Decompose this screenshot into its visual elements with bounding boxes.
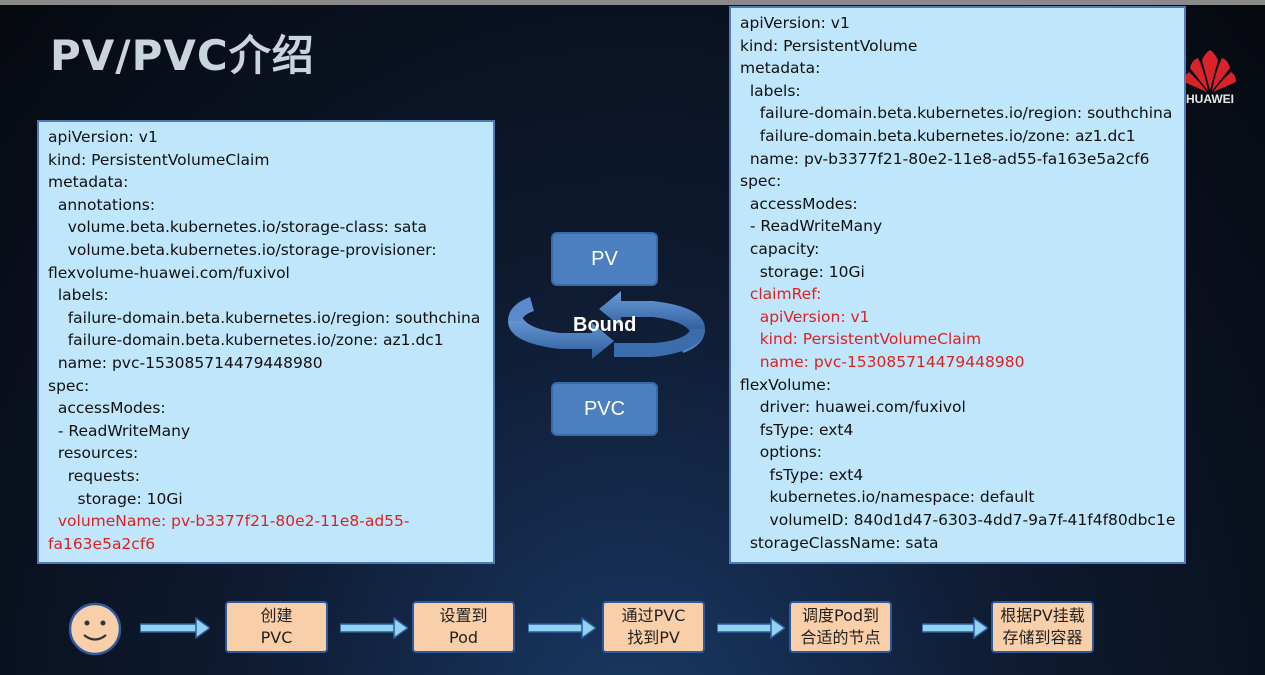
- pvc-yaml-panel: apiVersion: v1 kind: PersistentVolumeClai…: [37, 120, 495, 564]
- pv-yaml-line: fsType: ext4: [740, 465, 864, 484]
- pv-yaml-line: name: pvc-153085714479448980: [740, 352, 1025, 371]
- pv-box: PV: [551, 232, 658, 286]
- pv-yaml-line: apiVersion: v1: [740, 307, 870, 326]
- pv-yaml-line: failure-domain.beta.kubernetes.io/zone: …: [740, 126, 1136, 145]
- bound-cycle-arrows-icon: [508, 291, 705, 359]
- pv-yaml-line: claimRef:: [740, 285, 822, 304]
- pvc-yaml-line: resources:: [48, 444, 139, 463]
- pvc-yaml-line: spec:: [48, 376, 90, 395]
- pv-yaml-line: fsType: ext4: [740, 420, 854, 439]
- pv-yaml-line: kind: PersistentVolumeClaim: [740, 330, 982, 349]
- workflow-step: 通过PVC 找到PV: [602, 601, 705, 653]
- flow-arrow-icon: [140, 617, 210, 639]
- workflow-step: 设置到 Pod: [412, 601, 515, 653]
- pvc-yaml-line: labels:: [48, 286, 109, 305]
- pv-yaml-line: metadata:: [740, 59, 821, 78]
- pvc-yaml-line: kind: PersistentVolumeClaim: [48, 150, 270, 169]
- pvc-yaml-line: requests:: [48, 466, 140, 485]
- pvc-yaml-line: failure-domain.beta.kubernetes.io/region…: [48, 308, 481, 327]
- pvc-box: PVC: [551, 382, 658, 436]
- pvc-yaml-line: volume.beta.kubernetes.io/storage-class:…: [48, 218, 427, 237]
- pvc-yaml-line: storage: 10Gi: [48, 489, 183, 508]
- pv-yaml-line: failure-domain.beta.kubernetes.io/region…: [740, 104, 1173, 123]
- flow-arrow-icon: [528, 617, 596, 639]
- workflow-step-text: 设置到: [439, 606, 488, 625]
- pvc-yaml-line: apiVersion: v1: [48, 128, 158, 146]
- pv-yaml-line: driver: huawei.com/fuxivol: [740, 398, 966, 417]
- pv-yaml-line: labels:: [740, 81, 801, 100]
- workflow-step-text: 合适的节点: [800, 628, 881, 647]
- workflow-step: 调度Pod到合适的节点: [789, 601, 892, 653]
- pvc-yaml-line: - ReadWriteMany: [48, 421, 191, 440]
- flow-arrow-icon: [717, 617, 785, 639]
- pv-yaml-line: kubernetes.io/namespace: default: [740, 488, 1035, 507]
- pv-yaml-line: kind: PersistentVolume: [740, 36, 918, 55]
- pv-yaml-line: - ReadWriteMany: [740, 217, 883, 236]
- logo-text: HUAWEI: [1186, 92, 1234, 106]
- pv-yaml-line: storage: 10Gi: [740, 262, 865, 281]
- pv-yaml-line: capacity:: [740, 239, 820, 258]
- workflow-step-text: 通过PVC: [621, 606, 686, 625]
- pvc-yaml-line: metadata:: [48, 173, 129, 192]
- bound-label: Bound: [573, 314, 637, 336]
- workflow-step-text: 调度Pod到: [801, 606, 880, 625]
- workflow-step-text: 找到PV: [627, 628, 680, 647]
- workflow-step-text: 创建: [260, 606, 293, 625]
- flow-arrow-icon: [340, 617, 408, 639]
- pvc-yaml-line: accessModes:: [48, 399, 166, 418]
- workflow-step: 根据PV挂载存储到容器: [991, 601, 1094, 653]
- pvc-yaml-line: flexvolume-huawei.com/fuxivol: [48, 263, 290, 282]
- flow-arrow-icon: [922, 617, 988, 639]
- top-border: [0, 0, 1265, 5]
- pv-yaml-line: spec:: [740, 172, 782, 191]
- pvc-yaml-line: volumeName: pv-b3377f21-80e2-11e8-ad55-: [48, 512, 410, 531]
- slide-title: PV/PVC介绍: [50, 31, 315, 80]
- pv-yaml-line: flexVolume:: [740, 375, 832, 394]
- pvc-yaml-line: annotations:: [48, 195, 156, 214]
- pv-yaml-line: accessModes:: [740, 194, 858, 213]
- huawei-logo-icon: [1184, 50, 1236, 92]
- workflow-step-text: PVC: [260, 628, 293, 647]
- pvc-yaml-line: failure-domain.beta.kubernetes.io/zone: …: [48, 331, 444, 350]
- user-smiley-icon: [68, 602, 122, 656]
- pv-yaml-line: volumeID: 840d1d47-6303-4dd7-9a7f-41f4f8…: [740, 511, 1176, 530]
- pvc-yaml-line: name: pvc-153085714479448980: [48, 353, 323, 372]
- pv-yaml-line: options:: [740, 443, 823, 462]
- pv-yaml-line: storageClassName: sata: [740, 533, 939, 552]
- pvc-yaml-line: volume.beta.kubernetes.io/storage-provis…: [48, 240, 437, 259]
- workflow-step-text: Pod: [448, 628, 479, 647]
- pv-yaml-panel: apiVersion: v1 kind: PersistentVolume meta…: [729, 6, 1186, 564]
- pvc-yaml-line: fa163e5a2cf6: [48, 534, 156, 553]
- workflow-step: 创建 PVC: [225, 601, 328, 653]
- workflow-step-text: 存储到容器: [1002, 628, 1083, 647]
- workflow-step-text: 根据PV挂载: [1000, 606, 1085, 625]
- pv-yaml-line: apiVersion: v1: [740, 14, 850, 32]
- pv-yaml-line: name: pv-b3377f21-80e2-11e8-ad55-fa163e5…: [740, 149, 1150, 168]
